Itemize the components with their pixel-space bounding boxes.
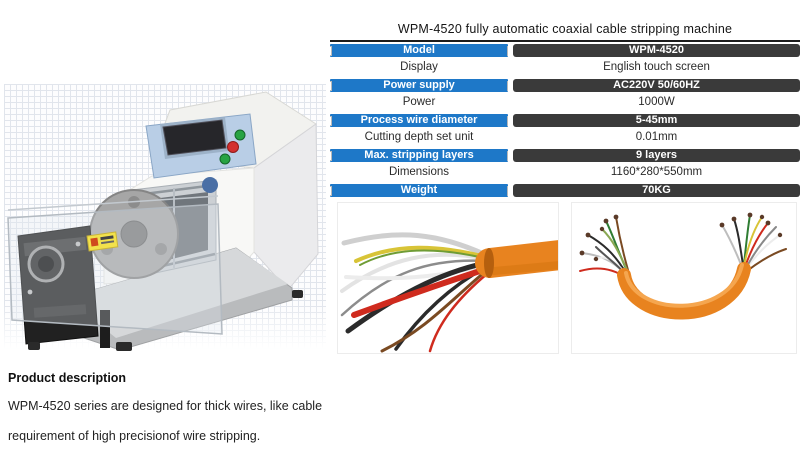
table-row: Cutting depth set unit 0.01mm bbox=[330, 131, 800, 144]
machine-feet bbox=[28, 290, 303, 351]
description-line: requirement of high precisionof wire str… bbox=[8, 429, 261, 443]
green-button bbox=[234, 129, 246, 141]
description-line: WPM-4520 series are designed for thick w… bbox=[8, 399, 323, 413]
right-wire-fan bbox=[721, 214, 787, 272]
spec-value: 70KG bbox=[513, 183, 800, 198]
fanned-wires bbox=[340, 232, 490, 353]
table-row: Model WPM-4520 bbox=[330, 44, 800, 58]
spec-value: 1160*280*550mm bbox=[610, 166, 703, 179]
cable-jacket bbox=[475, 240, 575, 278]
curved-cable-illustration bbox=[579, 212, 787, 320]
spec-value: 0.01mm bbox=[635, 131, 678, 144]
spec-label: Power bbox=[402, 96, 436, 109]
spec-value: 1000W bbox=[638, 96, 675, 109]
cable-photo-curved bbox=[571, 202, 797, 354]
table-row: Display English touch screen bbox=[330, 61, 800, 74]
machine-photo bbox=[4, 84, 326, 366]
stripped-cable-illustration bbox=[340, 232, 575, 353]
drum-cap bbox=[202, 177, 218, 193]
spec-table: Model WPM-4520 Display English touch scr… bbox=[330, 44, 800, 201]
machine-illustration bbox=[7, 91, 319, 351]
spec-label: Display bbox=[400, 61, 438, 74]
table-row: Dimensions 1160*280*550mm bbox=[330, 166, 800, 179]
spec-value: WPM-4520 bbox=[513, 44, 800, 58]
rotary-drum bbox=[89, 177, 218, 279]
product-description-heading: Product description bbox=[8, 371, 127, 385]
cable-arc bbox=[617, 262, 751, 320]
left-wire-fan bbox=[579, 216, 629, 278]
spec-label: Weight bbox=[330, 183, 508, 198]
spec-label: Power supply bbox=[330, 78, 508, 93]
spec-value: 9 layers bbox=[513, 148, 800, 163]
spec-label: Model bbox=[330, 44, 508, 58]
wire-feeder bbox=[17, 225, 110, 348]
spec-value: English touch screen bbox=[603, 61, 710, 74]
table-row: Power supply AC220V 50/60HZ bbox=[330, 78, 800, 93]
spec-label: Process wire diameter bbox=[330, 113, 508, 128]
spec-label: Max. stripping layers bbox=[330, 148, 508, 163]
cable-photo-closeup bbox=[337, 202, 575, 354]
green-button bbox=[219, 153, 231, 165]
red-button bbox=[227, 141, 239, 153]
warning-label bbox=[86, 231, 119, 252]
spec-value: AC220V 50/60HZ bbox=[513, 78, 800, 93]
table-row: Process wire diameter 5-45mm bbox=[330, 113, 800, 128]
page-title: WPM-4520 fully automatic coaxial cable s… bbox=[397, 22, 733, 36]
wire-terminals bbox=[579, 212, 783, 262]
table-row: Weight 70KG bbox=[330, 183, 800, 198]
table-row: Power 1000W bbox=[330, 96, 800, 109]
spec-label: Dimensions bbox=[388, 166, 450, 179]
spec-value: 5-45mm bbox=[513, 113, 800, 128]
title-underline bbox=[330, 40, 800, 42]
touch-screen bbox=[162, 119, 227, 156]
control-panel bbox=[145, 113, 257, 179]
acrylic-guard bbox=[7, 195, 223, 335]
table-row: Max. stripping layers 9 layers bbox=[330, 148, 800, 163]
spec-label: Cutting depth set unit bbox=[364, 131, 474, 144]
